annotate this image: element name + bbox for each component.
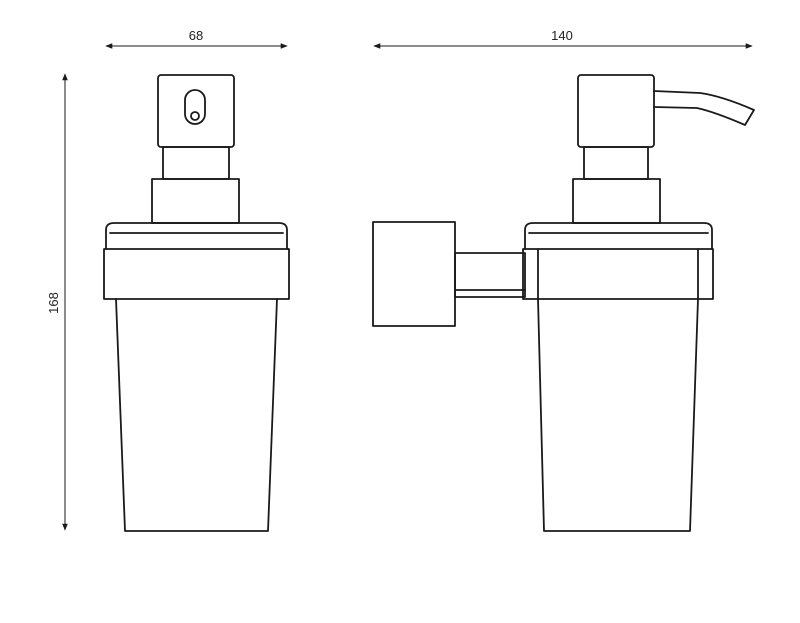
dimension-height-label: 168	[46, 292, 61, 314]
front-container-rim	[105, 222, 288, 250]
front-pump-head	[157, 74, 235, 148]
front-pump-stem	[162, 146, 230, 180]
front-glass-cup	[115, 298, 278, 532]
side-view	[372, 74, 755, 532]
dimension-depth: 140	[373, 28, 753, 49]
front-holder-ring	[103, 248, 290, 300]
front-nozzle-slot	[184, 89, 206, 125]
side-container-rim	[524, 222, 713, 250]
front-pump-collar	[151, 178, 240, 224]
front-nozzle-hole	[190, 111, 200, 121]
dimension-depth-label: 140	[551, 28, 573, 43]
side-pump-stem	[583, 146, 649, 180]
side-glass-cup	[537, 298, 699, 532]
side-wall-plate	[372, 221, 456, 327]
dimension-width-label: 68	[189, 28, 203, 43]
side-connecting-arm	[454, 252, 526, 298]
dimension-height: 168	[46, 73, 68, 531]
side-pump-spout	[653, 90, 755, 126]
side-pump-collar	[572, 178, 661, 224]
side-pump-head	[577, 74, 655, 148]
front-view	[103, 74, 290, 532]
dimension-width: 68	[105, 28, 288, 49]
side-holder-ring	[522, 248, 714, 300]
